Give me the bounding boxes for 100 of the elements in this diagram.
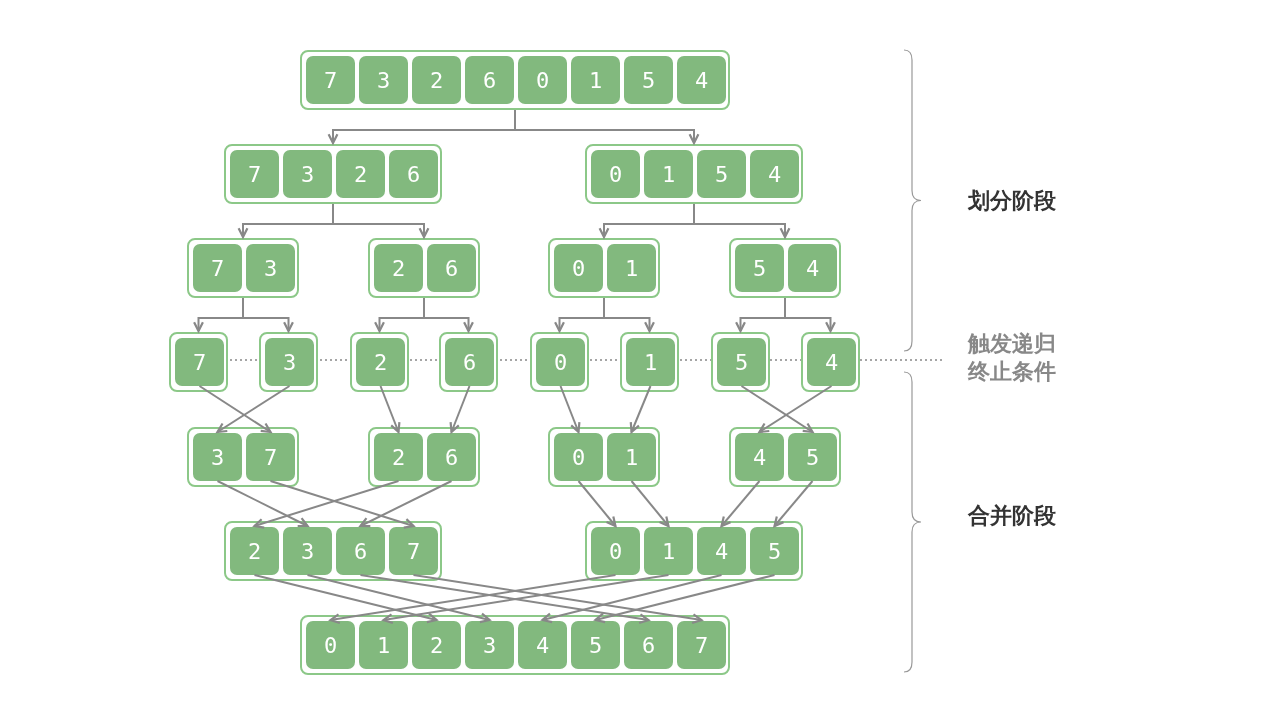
array-cell: 7 xyxy=(306,56,355,104)
array-cell: 5 xyxy=(788,433,837,481)
array-cell: 0 xyxy=(591,150,640,198)
array-cell: 4 xyxy=(735,433,784,481)
arrow xyxy=(253,480,400,529)
array-box xyxy=(259,332,318,392)
array-cell: 5 xyxy=(750,527,799,575)
array-cell: 5 xyxy=(571,621,620,669)
array-box xyxy=(585,144,803,204)
array-cell: 7 xyxy=(175,338,224,386)
array-cell: 1 xyxy=(644,527,693,575)
array-cell: 3 xyxy=(193,433,242,481)
arrow xyxy=(758,385,833,434)
arrow xyxy=(379,385,401,434)
array-cell: 1 xyxy=(607,433,656,481)
array-cell: 4 xyxy=(807,338,856,386)
array-box xyxy=(585,521,803,581)
array-cell: 4 xyxy=(788,244,837,292)
array-cell: 0 xyxy=(591,527,640,575)
array-cell: 1 xyxy=(626,338,675,386)
array-cell: 7 xyxy=(677,621,726,669)
arrow xyxy=(198,385,272,434)
array-cell: 3 xyxy=(359,56,408,104)
arrow xyxy=(269,480,415,529)
array-cell: 5 xyxy=(697,150,746,198)
array-box xyxy=(368,427,480,487)
array-cell: 7 xyxy=(193,244,242,292)
array-cell: 2 xyxy=(374,244,423,292)
array-box xyxy=(530,332,589,392)
array-box xyxy=(169,332,228,392)
array-cell: 3 xyxy=(283,527,332,575)
arrow xyxy=(693,203,791,239)
arrow xyxy=(630,480,670,528)
arrow xyxy=(332,203,430,239)
array-box xyxy=(368,238,480,298)
array-cell: 6 xyxy=(465,56,514,104)
stage-label: 合并阶段 xyxy=(968,502,1057,530)
array-cell: 1 xyxy=(571,56,620,104)
array-cell: 4 xyxy=(677,56,726,104)
array-cell: 2 xyxy=(356,338,405,386)
array-cell: 4 xyxy=(750,150,799,198)
arrow xyxy=(216,480,309,528)
arrow xyxy=(784,297,836,333)
array-cell: 6 xyxy=(427,244,476,292)
array-cell: 0 xyxy=(554,433,603,481)
array-cell: 3 xyxy=(283,150,332,198)
array-cell: 2 xyxy=(230,527,279,575)
arrow xyxy=(720,480,761,528)
array-cell: 0 xyxy=(306,621,355,669)
arrow xyxy=(242,297,294,333)
arrow xyxy=(603,297,655,333)
arrow xyxy=(773,480,814,528)
stage-label: 划分阶段 xyxy=(968,187,1057,215)
array-cell: 6 xyxy=(336,527,385,575)
array-box xyxy=(548,427,660,487)
array-cell: 2 xyxy=(412,56,461,104)
arrow xyxy=(306,574,491,624)
array-cell: 7 xyxy=(389,527,438,575)
arrow xyxy=(541,574,723,624)
arrow xyxy=(329,574,617,625)
array-cell: 6 xyxy=(427,433,476,481)
arrow xyxy=(412,574,703,625)
array-cell: 7 xyxy=(246,433,295,481)
array-cell: 1 xyxy=(359,621,408,669)
array-cell: 1 xyxy=(607,244,656,292)
array-cell: 0 xyxy=(536,338,585,386)
array-cell: 4 xyxy=(697,527,746,575)
array-box xyxy=(224,521,442,581)
array-cell: 6 xyxy=(624,621,673,669)
array-box xyxy=(439,332,498,392)
arrow xyxy=(559,385,581,434)
array-cell: 3 xyxy=(465,621,514,669)
array-cell: 1 xyxy=(644,150,693,198)
arrow xyxy=(740,385,814,434)
arrow xyxy=(629,385,652,434)
array-box xyxy=(187,238,299,298)
array-cell: 4 xyxy=(518,621,567,669)
array-cell: 0 xyxy=(518,56,567,104)
arrow xyxy=(253,574,438,624)
array-box xyxy=(187,427,299,487)
arrow xyxy=(359,480,453,528)
array-box xyxy=(350,332,409,392)
array-cell: 5 xyxy=(735,244,784,292)
array-cell: 2 xyxy=(336,150,385,198)
arrow xyxy=(577,480,617,528)
array-cell: 2 xyxy=(412,621,461,669)
note-text: 触发递归终止条件 xyxy=(968,330,1057,386)
array-cell: 6 xyxy=(445,338,494,386)
array-cell: 7 xyxy=(230,150,279,198)
array-cell: 2 xyxy=(374,433,423,481)
array-cell: 0 xyxy=(554,244,603,292)
array-box xyxy=(801,332,860,392)
array-box xyxy=(729,427,841,487)
array-cell: 3 xyxy=(246,244,295,292)
array-cell: 6 xyxy=(389,150,438,198)
arrow xyxy=(449,385,471,434)
array-cell: 5 xyxy=(717,338,766,386)
array-box xyxy=(224,144,442,204)
array-box xyxy=(620,332,679,392)
arrow xyxy=(216,385,291,434)
